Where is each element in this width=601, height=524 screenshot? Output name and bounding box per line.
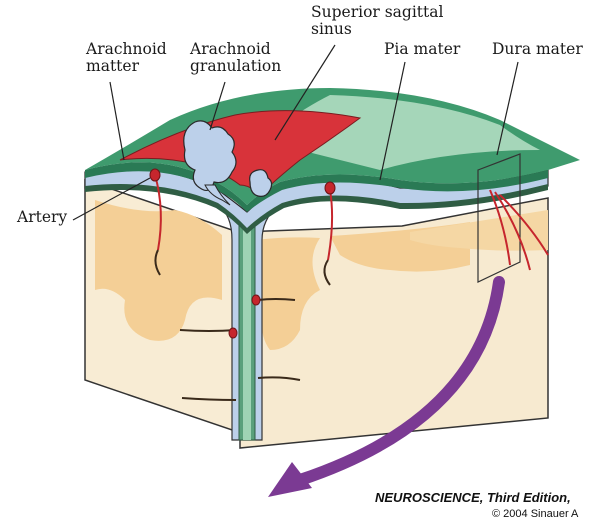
fissure-dura — [243, 215, 251, 440]
artery-label: Artery — [17, 209, 67, 226]
superior-sagittal-sinus-label: Superior sagittal sinus — [311, 4, 443, 38]
pia-mater-label: Pia mater — [384, 41, 460, 58]
credit-copyright: © 2004 Sinauer A — [492, 508, 578, 520]
arachnoid-granulation-label: Arachnoid granulation — [190, 41, 281, 75]
dura-mater-label: Dura mater — [492, 41, 583, 58]
arachnoid-matter-label: Arachnoid matter — [86, 41, 167, 75]
credit-book-title: NEUROSCIENCE, Third Edition, — [375, 490, 571, 505]
zoom-arrow-head — [268, 462, 312, 497]
